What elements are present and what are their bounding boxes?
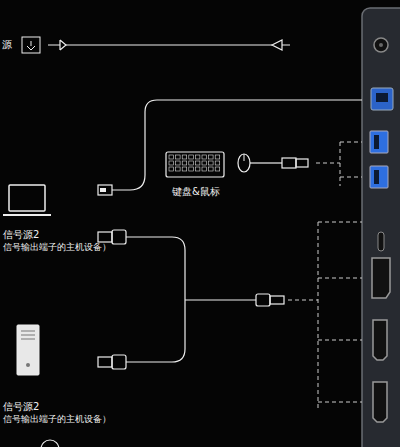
- cut-label: 源: [2, 38, 12, 51]
- keyboard-key: [209, 167, 214, 171]
- partial-icon: [41, 440, 59, 447]
- hdmi-plug-body: [112, 230, 126, 244]
- keyboard-keys: [169, 155, 220, 171]
- mouse-button: [244, 154, 245, 161]
- hdmi-port: [373, 320, 387, 360]
- peripheral-label-block: 键盘&鼠标: [172, 185, 220, 198]
- keyboard-key: [202, 167, 207, 171]
- usb-a-plug-tip: [296, 159, 308, 167]
- hdmi-plug: [98, 357, 112, 367]
- keyboard-key: [195, 161, 200, 165]
- keyboard-key: [209, 161, 214, 165]
- keyboard-key: [189, 155, 194, 159]
- power-cord: [66, 45, 272, 46]
- source-device-block: 信号源2信号输出端子的主机设备）: [3, 400, 111, 425]
- usb-cable: [112, 100, 362, 190]
- keyboard-key: [215, 161, 220, 165]
- monitor-panel: [362, 8, 400, 447]
- dashed-bracket: [316, 142, 362, 186]
- device-name: 信号源2: [3, 400, 111, 413]
- usb-a-socket: [374, 170, 379, 184]
- usb-a-plug: [98, 185, 112, 195]
- usb-c-port: [378, 232, 384, 251]
- keyboard-key: [169, 161, 174, 165]
- usb-a-port: [370, 131, 388, 153]
- keyboard-key: [176, 167, 181, 171]
- dashed-bracket: [288, 222, 362, 410]
- keyboard-key: [176, 161, 181, 165]
- tower-pc-button: [26, 363, 30, 367]
- displayport-port: [372, 258, 390, 298]
- device-note: 信号输出端子的主机设备）: [3, 241, 111, 253]
- usb-b-port: [371, 88, 393, 110]
- hdmi-plug-body: [112, 355, 126, 369]
- usb-cable: [250, 162, 282, 163]
- keyboard-key: [189, 161, 194, 165]
- power-symbol: [27, 41, 35, 50]
- usb-a-port: [370, 166, 388, 188]
- keyboard-key: [169, 155, 174, 159]
- power-plug: [272, 40, 290, 50]
- keyboard-key: [202, 161, 207, 165]
- laptop-base: [3, 214, 51, 216]
- keyboard-key: [182, 167, 187, 171]
- keyboard-key: [176, 155, 181, 159]
- tower-pc-bays: [21, 331, 35, 339]
- usb-a-plug: [282, 158, 296, 168]
- hdmi-plug: [98, 232, 112, 242]
- power-plug: [48, 40, 66, 50]
- keyboard-key: [182, 161, 187, 165]
- device-name: 键盘&鼠标: [172, 185, 220, 198]
- usb-b-socket: [376, 93, 388, 102]
- keyboard-key: [215, 167, 220, 171]
- keyboard-key: [195, 167, 200, 171]
- keyboard-key: [189, 167, 194, 171]
- keyboard-icon: [166, 152, 224, 177]
- video-plug-body: [256, 294, 270, 306]
- power-pin: [379, 43, 383, 47]
- power-port: [374, 38, 388, 52]
- source-device-block: 信号源2信号输出端子的主机设备）: [3, 228, 111, 253]
- keyboard-key: [215, 155, 220, 159]
- mouse-icon: [238, 154, 250, 172]
- laptop-icon: [9, 185, 45, 211]
- video-cable: [126, 237, 256, 362]
- usb-a-socket: [374, 135, 379, 149]
- keyboard-key: [209, 155, 214, 159]
- device-note: 信号输出端子的主机设备）: [3, 413, 111, 425]
- keyboard-key: [169, 167, 174, 171]
- tower-pc-icon: [17, 325, 39, 375]
- keyboard-key: [182, 155, 187, 159]
- keyboard-key: [195, 155, 200, 159]
- video-plug: [270, 296, 284, 304]
- usb-a-plug-pin: [100, 188, 106, 192]
- hdmi-port: [373, 382, 387, 422]
- keyboard-key: [202, 155, 207, 159]
- device-name: 信号源2: [3, 228, 111, 241]
- power-symbol-box: [22, 37, 40, 53]
